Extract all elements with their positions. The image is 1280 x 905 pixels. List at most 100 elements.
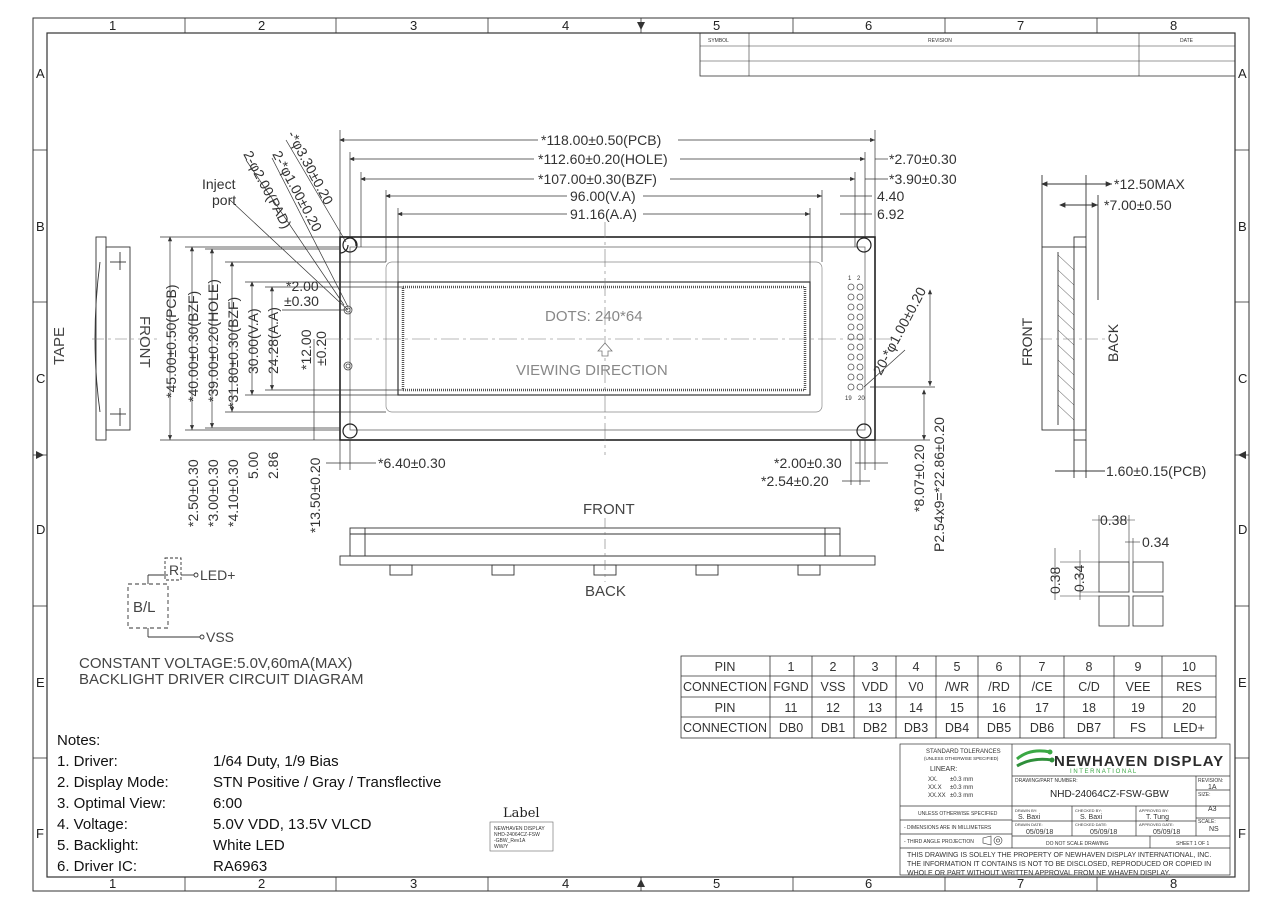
svg-text:17: 17 xyxy=(1035,701,1049,715)
row-letters: AB CD EF AB CD EF xyxy=(36,66,1247,841)
svg-text:20: 20 xyxy=(1182,701,1196,715)
title-block: STANDARD TOLERANCES (UNLESS OTHERWISE SP… xyxy=(899,743,1231,877)
svg-text:LED+: LED+ xyxy=(200,567,235,583)
svg-text:20-*φ1.00±0.20: 20-*φ1.00±0.20 xyxy=(870,284,930,377)
svg-text:4: 4 xyxy=(913,660,920,674)
svg-text:11: 11 xyxy=(785,701,798,715)
svg-text:*2.54±0.20: *2.54±0.20 xyxy=(761,473,829,489)
svg-text:24.28(A.A): 24.28(A.A) xyxy=(265,307,281,374)
svg-text:A: A xyxy=(1238,66,1247,81)
svg-text:1A: 1A xyxy=(1208,784,1217,791)
svg-text:*4.10±0.30: *4.10±0.30 xyxy=(225,459,241,527)
svg-text:F: F xyxy=(1238,826,1246,841)
svg-text:- THIRD ANGLE PROJECTION: - THIRD ANGLE PROJECTION xyxy=(904,839,974,845)
svg-text:C: C xyxy=(1238,371,1247,386)
svg-text:*2.70±0.30: *2.70±0.30 xyxy=(889,151,957,167)
svg-text:5. Backlight:: 5. Backlight: xyxy=(57,837,139,854)
svg-text:WHOLE OR PART WITHOUT WRITTEN: WHOLE OR PART WITHOUT WRITTEN APPROVAL F… xyxy=(907,870,1170,877)
svg-text:S. Baxi: S. Baxi xyxy=(1018,814,1041,821)
svg-text:THE INFORMATION IT CONTAINS IS: THE INFORMATION IT CONTAINS IS NOT TO BE… xyxy=(907,861,1211,868)
svg-text:CHECKED DATE:: CHECKED DATE: xyxy=(1075,822,1107,827)
svg-text:FRONT: FRONT xyxy=(583,501,635,518)
svg-text:1: 1 xyxy=(848,276,852,282)
backlight-circuit xyxy=(127,557,205,640)
svg-text:UNLESS OTHERWISE SPECIFIED: UNLESS OTHERWISE SPECIFIED xyxy=(918,811,998,817)
svg-text:/CE: /CE xyxy=(1032,680,1053,694)
svg-text:05/09/18: 05/09/18 xyxy=(1090,829,1117,836)
svg-text:6.92: 6.92 xyxy=(877,206,904,222)
svg-text:APPROVED DATE:: APPROVED DATE: xyxy=(1139,822,1174,827)
sheet-frame xyxy=(32,17,1250,892)
svg-text:0.34: 0.34 xyxy=(1071,565,1087,592)
svg-text:NEWHAVEN DISPLAY: NEWHAVEN DISPLAY xyxy=(494,826,545,832)
svg-text:5: 5 xyxy=(713,876,720,891)
svg-text:DRAWN DATE:: DRAWN DATE: xyxy=(1015,822,1043,827)
svg-text:96.00(V.A): 96.00(V.A) xyxy=(570,188,636,204)
newhaven-logo-icon xyxy=(1016,749,1055,768)
svg-text:2: 2 xyxy=(857,276,861,282)
svg-text:2: 2 xyxy=(258,18,265,33)
svg-text:6. Driver IC:: 6. Driver IC: xyxy=(57,858,137,875)
left-side-view xyxy=(92,236,160,441)
svg-text:LED+: LED+ xyxy=(1173,721,1205,735)
svg-text:3: 3 xyxy=(872,660,879,674)
svg-text:REVISION:: REVISION: xyxy=(1198,778,1223,784)
svg-text:STN Positive / Gray / Transfle: STN Positive / Gray / Transflective xyxy=(213,774,441,791)
svg-text:19: 19 xyxy=(845,396,852,402)
svg-text:16: 16 xyxy=(992,701,1006,715)
svg-text:BACK: BACK xyxy=(1105,323,1121,362)
svg-text:1.60±0.15(PCB): 1.60±0.15(PCB) xyxy=(1106,463,1206,479)
svg-text:V0: V0 xyxy=(908,680,923,694)
svg-text:2.86: 2.86 xyxy=(265,452,281,479)
svg-text:2: 2 xyxy=(830,660,837,674)
svg-text:*2.50±0.30: *2.50±0.30 xyxy=(185,459,201,527)
svg-text:91.16(A.A): 91.16(A.A) xyxy=(570,206,637,222)
svg-text:SCALE:: SCALE: xyxy=(1198,819,1216,825)
svg-text:XX.XX: XX.XX xyxy=(928,793,946,799)
svg-text:5.00: 5.00 xyxy=(245,452,261,479)
svg-text:1/64 Duty, 1/9 Bias: 1/64 Duty, 1/9 Bias xyxy=(213,753,339,770)
svg-text:0.34: 0.34 xyxy=(1142,534,1169,550)
svg-text:THIS DRAWING IS SOLELY THE PRO: THIS DRAWING IS SOLELY THE PROPERTY OF N… xyxy=(907,852,1211,859)
svg-text:port: port xyxy=(212,192,236,208)
svg-text:SIZE:: SIZE: xyxy=(1198,792,1211,798)
svg-text:XX.X: XX.X xyxy=(928,785,942,791)
svg-text:*2.00: *2.00 xyxy=(286,278,319,294)
svg-text:/RD: /RD xyxy=(988,680,1010,694)
projection-symbol-icon xyxy=(982,835,1003,846)
svg-text:1. Driver:: 1. Driver: xyxy=(57,753,118,770)
svg-text:STANDARD TOLERANCES: STANDARD TOLERANCES xyxy=(926,749,1001,755)
svg-text:1: 1 xyxy=(788,660,795,674)
svg-text:*7.00±0.50: *7.00±0.50 xyxy=(1104,197,1172,213)
svg-text:4: 4 xyxy=(562,18,569,33)
svg-text:A3: A3 xyxy=(1208,806,1217,813)
label-box: Label NEWHAVEN DISPLAY NHD-24064CZ-FSW -… xyxy=(489,806,554,852)
svg-text:*13.50±0.20: *13.50±0.20 xyxy=(307,457,323,533)
svg-text:DB4: DB4 xyxy=(945,721,969,735)
svg-text:FGND: FGND xyxy=(773,680,808,694)
svg-text:DRAWN BY:: DRAWN BY: xyxy=(1015,808,1037,813)
svg-text:15: 15 xyxy=(950,701,964,715)
svg-text:VSS: VSS xyxy=(820,680,845,694)
svg-text:2. Display Mode:: 2. Display Mode: xyxy=(57,774,169,791)
svg-text:White LED: White LED xyxy=(213,837,285,854)
svg-text:B: B xyxy=(36,219,45,234)
svg-text:±0.3 mm: ±0.3 mm xyxy=(950,793,973,799)
svg-text:RES: RES xyxy=(1176,680,1202,694)
svg-text:VIEWING DIRECTION: VIEWING DIRECTION xyxy=(516,362,668,379)
svg-text:RA6963: RA6963 xyxy=(213,858,267,875)
svg-text:4. Voltage:: 4. Voltage: xyxy=(57,816,128,833)
svg-text:6: 6 xyxy=(996,660,1003,674)
svg-text:*6.40±0.30: *6.40±0.30 xyxy=(378,455,446,471)
svg-text:±0.20: ±0.20 xyxy=(313,331,329,366)
svg-text:1: 1 xyxy=(109,876,116,891)
svg-text:3. Optimal View:: 3. Optimal View: xyxy=(57,795,166,812)
svg-text:18: 18 xyxy=(1082,701,1096,715)
svg-text:*112.60±0.20(HOLE): *112.60±0.20(HOLE) xyxy=(538,151,668,167)
svg-text:SHEET 1 OF 1: SHEET 1 OF 1 xyxy=(1176,841,1209,847)
svg-text:20: 20 xyxy=(858,396,865,402)
svg-text:BACK: BACK xyxy=(585,583,626,600)
right-dimensions xyxy=(842,289,935,485)
svg-text:5: 5 xyxy=(713,18,720,33)
